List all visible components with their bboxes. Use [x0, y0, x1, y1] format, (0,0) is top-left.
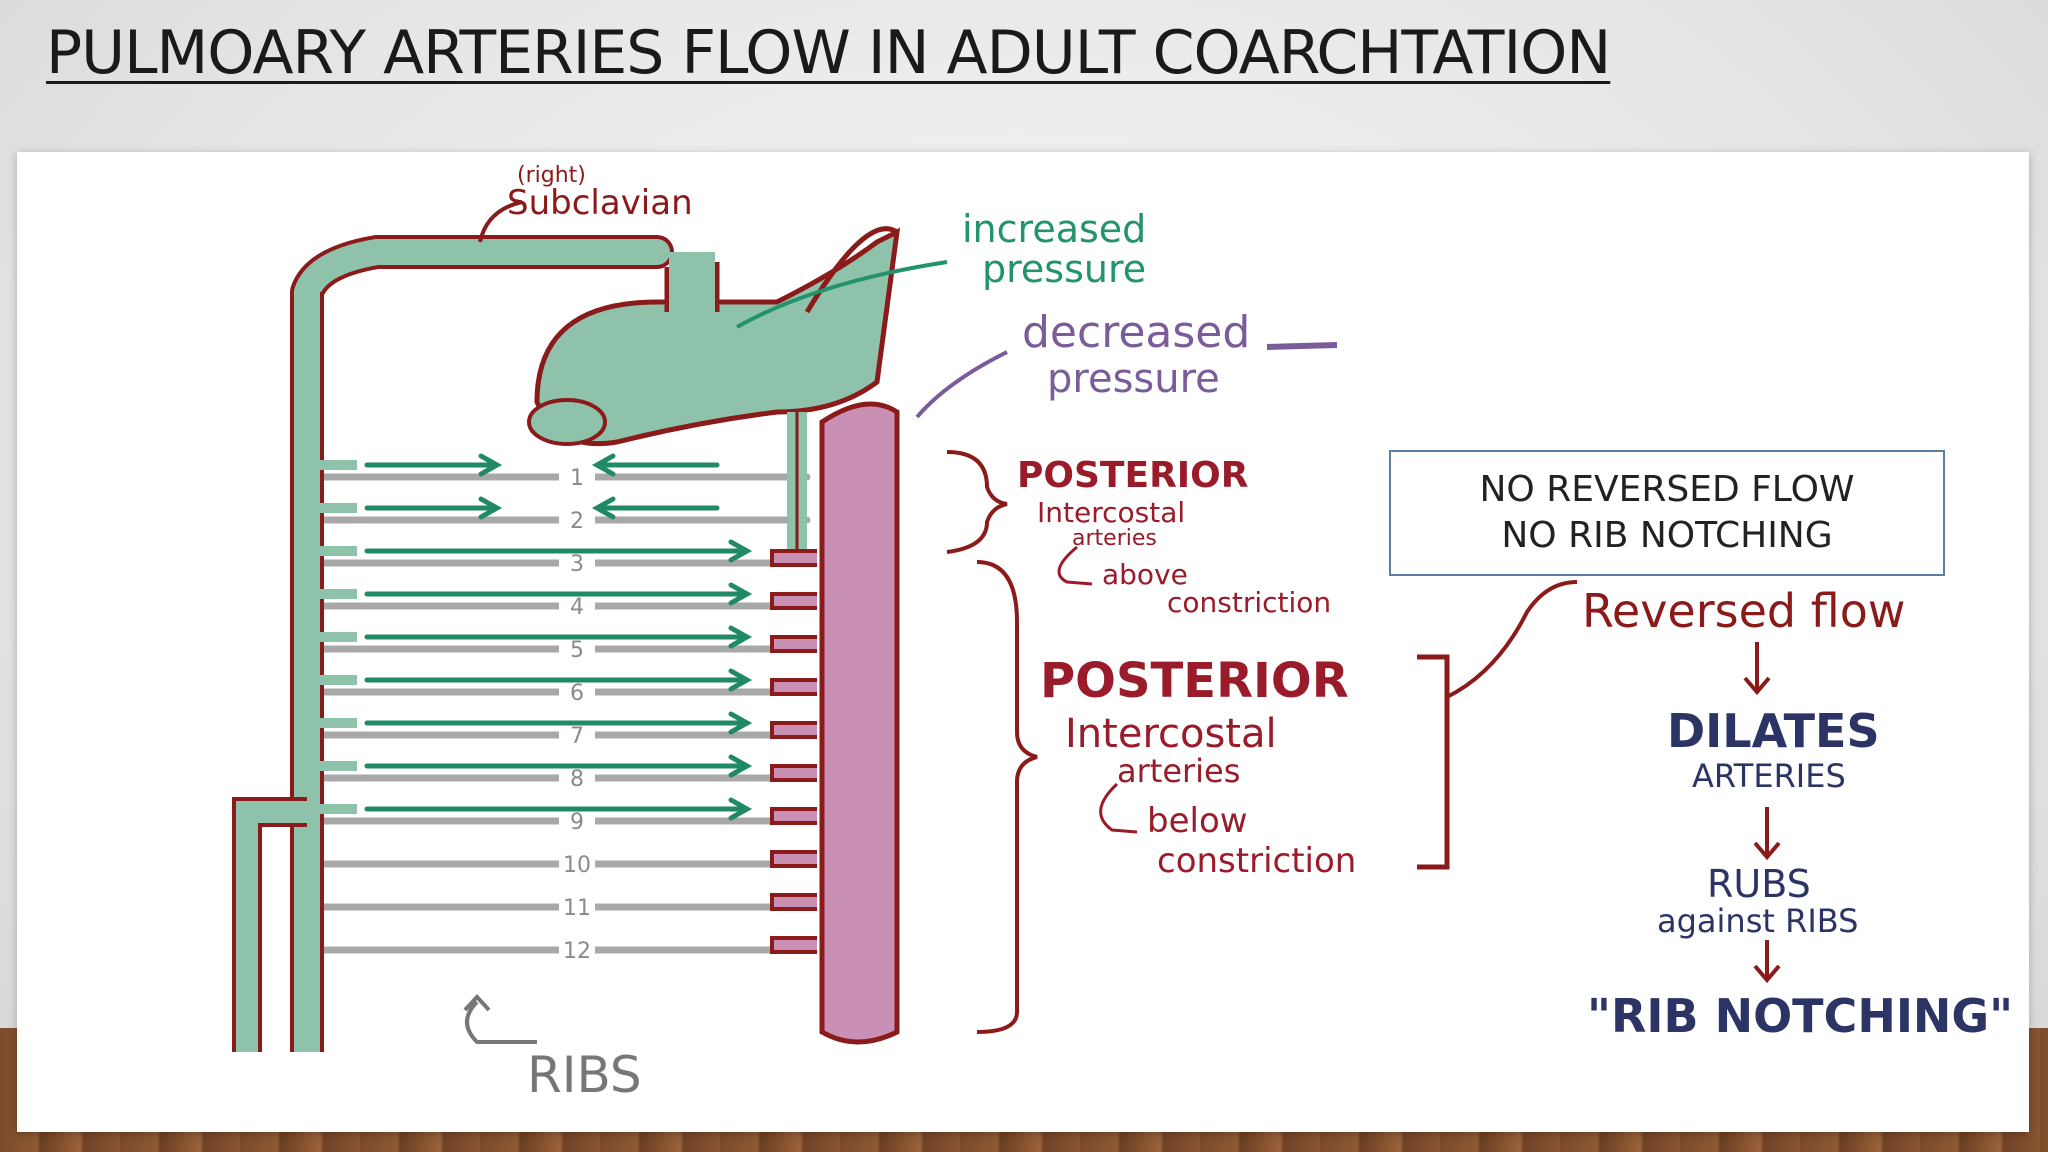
posterior-upper-label: POSTERIOR	[1017, 455, 1249, 496]
aortic-intercostal-branch	[770, 721, 817, 739]
below-constriction-label: constriction	[1157, 841, 1356, 881]
rib-number-background	[559, 463, 595, 489]
rib-number-background	[559, 893, 595, 919]
rib-number: 3	[570, 552, 584, 577]
rib-number-background	[559, 506, 595, 532]
subclavian-qualifier: (right)	[517, 163, 586, 188]
brackets	[478, 200, 1578, 1034]
aortic-intercostal-branch	[770, 764, 817, 782]
above-hook	[1057, 545, 1093, 586]
ribs-pointer-arrow	[463, 994, 537, 1044]
below-label: below	[1147, 801, 1248, 841]
subclavian-label: Subclavian	[507, 183, 693, 223]
intercostal-lower-label: Intercostal	[1065, 711, 1277, 757]
dilates-arteries-label: ARTERIES	[1692, 757, 1846, 795]
flow-arrow	[364, 496, 503, 520]
below-hook	[1099, 782, 1138, 834]
arteries-lower-label: arteries	[1117, 752, 1240, 790]
decreased-label-1: decreased	[1022, 307, 1250, 358]
arteries-upper-label: arteries	[1072, 526, 1157, 551]
flow-chain-arrows	[1743, 642, 1781, 984]
callout-line-2: NO RIB NOTCHING	[1501, 515, 1833, 556]
reversed-flow-label: Reversed flow	[1582, 584, 1905, 638]
callout-box: NO REVERSED FLOW NO RIB NOTCHING	[1389, 450, 1945, 576]
above-constriction-label: constriction	[1167, 586, 1331, 619]
flow-arrow	[364, 711, 753, 735]
descending-aorta	[787, 401, 900, 1045]
aortic-intercostal-branch	[770, 678, 817, 696]
rib-number: 12	[563, 939, 591, 964]
rib-number: 2	[570, 509, 584, 534]
aortic-arch	[527, 226, 901, 447]
rib-number: 1	[570, 466, 584, 491]
callout-line-1: NO REVERSED FLOW	[1479, 469, 1855, 510]
intercostal-upper-label: Intercostal	[1037, 496, 1185, 529]
aortic-intercostal-branch	[770, 936, 817, 954]
aortic-intercostal-branch	[770, 549, 817, 567]
posterior-lower-label: POSTERIOR	[1040, 653, 1349, 709]
rib-number: 5	[570, 638, 584, 663]
against-ribs-label: against RIBS	[1657, 902, 1858, 940]
aortic-intercostal-branch	[770, 807, 817, 825]
slide-title: PULMOARY ARTERIES FLOW IN ADULT COARCHTA…	[46, 18, 1611, 88]
flow-arrows	[307, 453, 817, 954]
above-label: above	[1102, 558, 1188, 591]
aortic-intercostal-branch	[770, 850, 817, 868]
ribs-label: RIBS	[527, 1046, 642, 1104]
rib-notching-label: "RIB NOTCHING"	[1587, 989, 2013, 1043]
flow-arrow	[591, 453, 720, 477]
rib-number: 11	[563, 896, 591, 921]
flow-arrow	[364, 539, 753, 563]
aortic-intercostal-branch	[770, 592, 817, 610]
left-green-vessels	[232, 235, 674, 1052]
rib-number: 10	[563, 853, 591, 878]
flow-arrow	[364, 625, 753, 649]
aortic-intercostal-branch	[770, 893, 817, 911]
rubs-label: RUBS	[1707, 862, 1811, 906]
rib-number: 4	[570, 595, 584, 620]
rib-number: 8	[570, 767, 584, 792]
flow-arrow	[364, 582, 753, 606]
rib-number-background	[559, 936, 595, 962]
flow-arrow	[591, 496, 720, 520]
rib-number: 6	[570, 681, 584, 706]
increased-label-1: increased	[962, 207, 1146, 251]
flow-arrow	[364, 797, 753, 821]
flow-arrow	[364, 668, 753, 692]
rib-number-background	[559, 850, 595, 876]
rib-number: 7	[570, 724, 584, 749]
aortic-intercostal-branch	[770, 635, 817, 653]
dilates-label: DILATES	[1667, 704, 1880, 758]
rib-number: 9	[570, 810, 584, 835]
decreased-label-2: pressure	[1047, 356, 1220, 402]
flow-arrow	[364, 754, 753, 778]
increased-label-2: pressure	[982, 247, 1146, 291]
flow-arrow	[364, 453, 503, 477]
